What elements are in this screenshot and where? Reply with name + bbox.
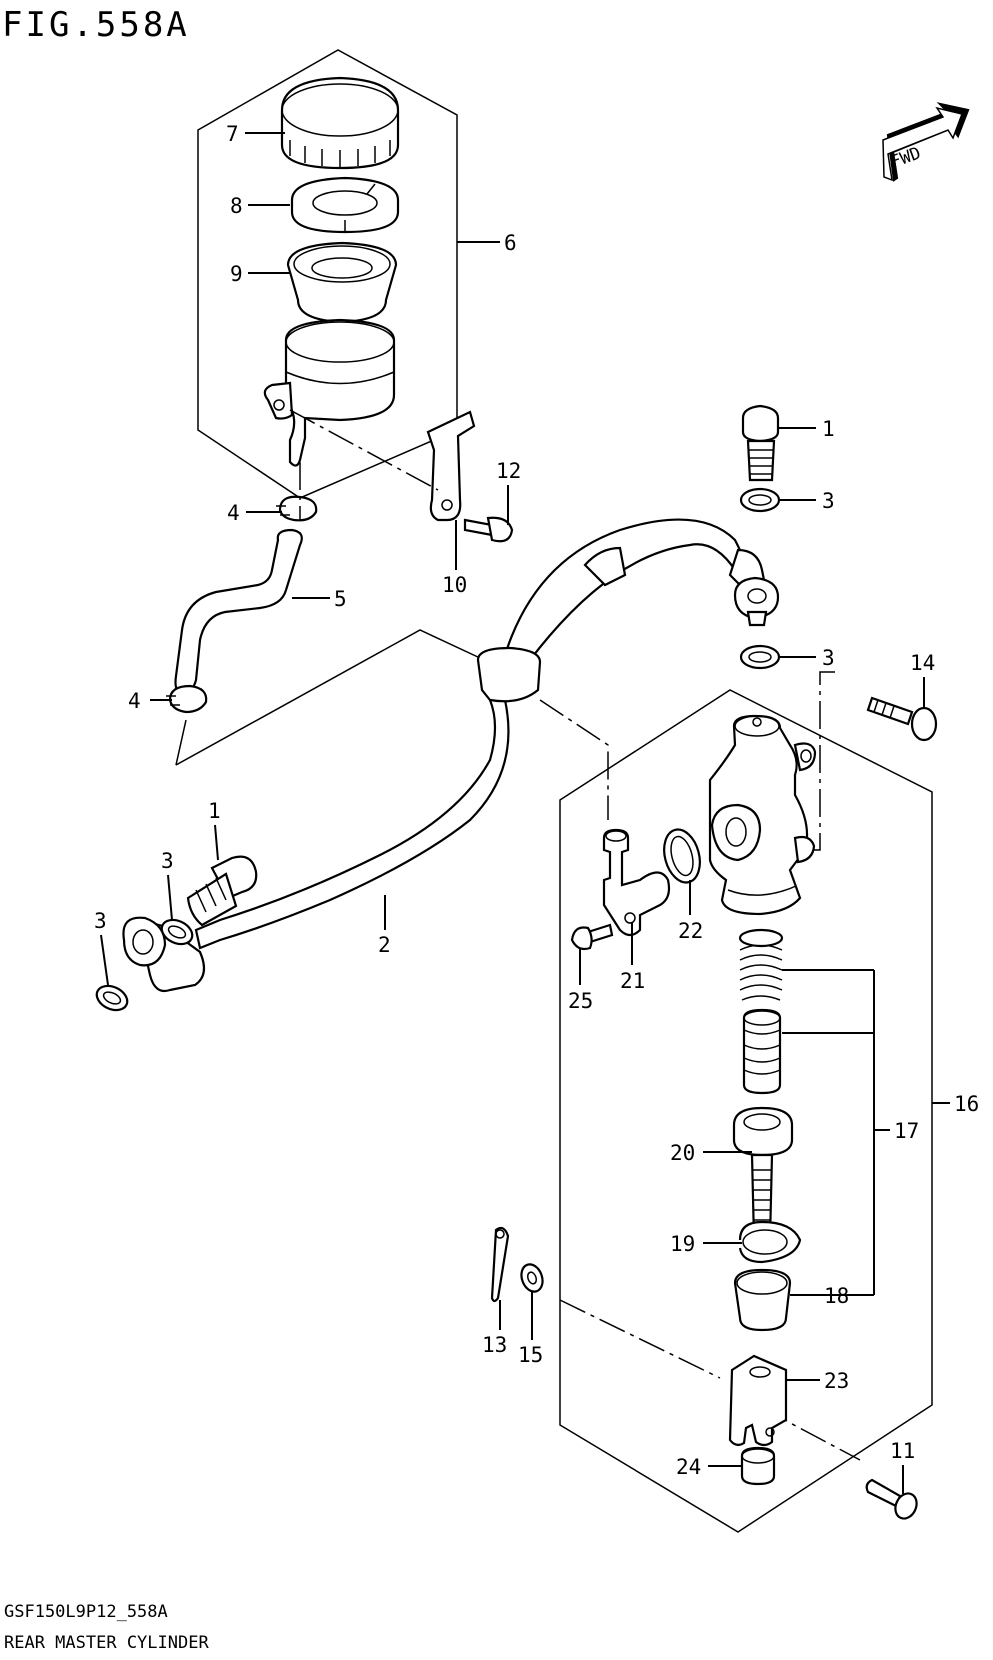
model-code: GSF150L9P12_558A [4, 1602, 168, 1622]
snap-ring [738, 1220, 802, 1264]
callout-20: 20 [670, 1141, 695, 1165]
fwd-arrow-icon [882, 102, 970, 182]
hose-routing-outline [175, 629, 496, 766]
clevis [728, 1354, 788, 1447]
hose-clamp-lower [166, 684, 208, 714]
fitting-o-ring [663, 828, 701, 884]
callout-3-lower-b: 3 [94, 909, 107, 933]
reservoir-body [263, 318, 396, 467]
callout-24: 24 [676, 1455, 701, 1479]
callout-3-upper: 3 [822, 489, 835, 513]
callout-4-upper: 4 [227, 501, 240, 525]
callout-10: 10 [442, 573, 467, 597]
callout-19: 19 [670, 1232, 695, 1256]
callout-11: 11 [890, 1439, 915, 1463]
callout-21: 21 [620, 969, 645, 993]
callout-3-lower-a: 3 [161, 849, 174, 873]
brake-hose [122, 518, 780, 993]
guide-line-reservoir [289, 409, 439, 491]
callout-9: 9 [230, 262, 243, 286]
clevis-nut [740, 1446, 776, 1486]
reservoir-hose [174, 528, 303, 694]
dust-boot [733, 1268, 792, 1332]
sealing-washer-3a [739, 487, 781, 513]
plain-washer [520, 1263, 544, 1293]
banjo-bolt-upper [741, 404, 780, 482]
inlet-fitting [602, 828, 671, 937]
callout-25: 25 [568, 989, 593, 1013]
piston-spring [738, 928, 784, 1001]
hose-clamp-upper [276, 495, 318, 522]
callout-5: 5 [334, 587, 347, 611]
callout-18: 18 [824, 1284, 849, 1308]
callout-12: 12 [496, 459, 521, 483]
callout-23: 23 [824, 1369, 849, 1393]
callout-1-upper: 1 [822, 417, 835, 441]
leader-lines [100, 132, 950, 1494]
callout-7: 7 [226, 122, 239, 146]
callout-1-lower: 1 [208, 799, 221, 823]
callout-4-lower: 4 [128, 689, 141, 713]
guide-line-bolt14 [810, 671, 835, 851]
callout-22: 22 [678, 919, 703, 943]
sealing-washer-3c [160, 918, 194, 946]
reservoir-bracket [426, 410, 476, 522]
sealing-washer-3b [739, 644, 781, 670]
diaphragm-plate [290, 176, 400, 234]
guide-line-hose-cylinder [539, 699, 609, 820]
callout-6: 6 [504, 231, 517, 255]
diaphragm [286, 241, 398, 324]
callout-16: 16 [954, 1092, 979, 1116]
cotter-pin [490, 1226, 510, 1303]
banjo-bolt-lower [186, 855, 258, 927]
guide-line-pin [559, 1299, 721, 1379]
piston [742, 1008, 782, 1095]
callout-13: 13 [482, 1333, 507, 1357]
section-title: REAR MASTER CYLINDER [4, 1633, 209, 1653]
callout-3-mid: 3 [822, 646, 835, 670]
figure-title: FIG.558A [2, 5, 190, 45]
callout-8: 8 [230, 194, 243, 218]
callout-15: 15 [518, 1343, 543, 1367]
master-cylinder-body [708, 714, 817, 916]
callout-17: 17 [894, 1119, 919, 1143]
callout-14: 14 [910, 651, 935, 675]
bracket-bolt [463, 516, 514, 543]
master-cylinder-group-outline [559, 689, 933, 1533]
clevis-pin [865, 1478, 918, 1520]
callout-2: 2 [378, 933, 391, 957]
push-rod [732, 1106, 794, 1242]
reservoir-cap [280, 76, 400, 170]
fitting-screw [570, 923, 614, 951]
sealing-washer-3d [95, 984, 129, 1012]
mounting-bolt [866, 696, 938, 742]
